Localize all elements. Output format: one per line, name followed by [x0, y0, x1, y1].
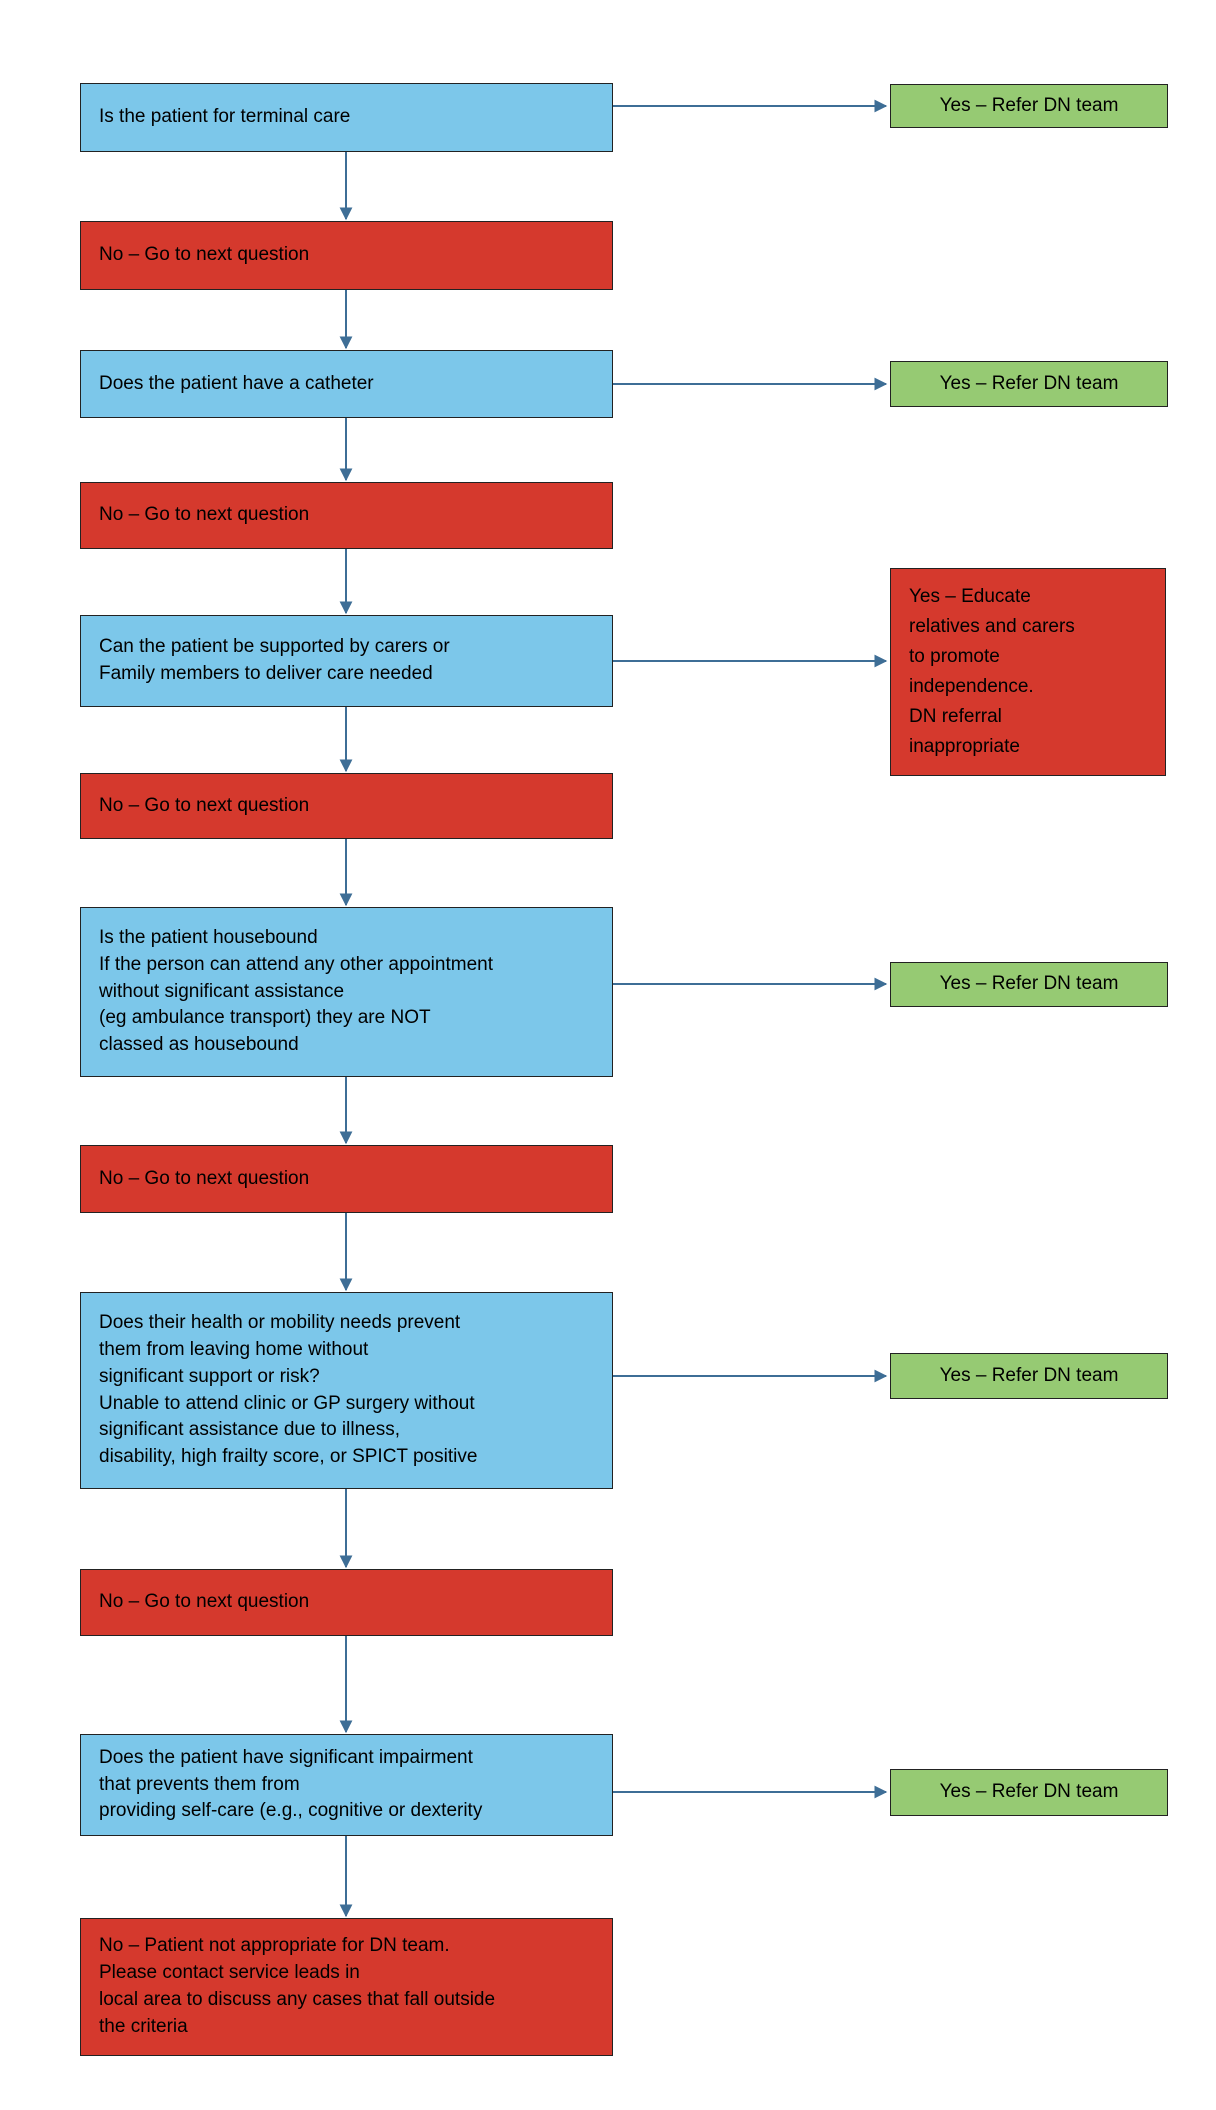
outcome-educate-box: Yes – Educate relatives and carers to pr… — [890, 568, 1166, 776]
yes-refer-dn-box-2: Yes – Refer DN team — [890, 361, 1168, 407]
yes-refer-dn-box-3: Yes – Refer DN team — [890, 962, 1168, 1007]
no-go-next-box-5: No – Go to next question — [80, 1569, 613, 1636]
no-go-next-box-2: No – Go to next question — [80, 482, 613, 549]
yes-refer-dn-box-4: Yes – Refer DN team — [890, 1353, 1168, 1399]
question-catheter: Does the patient have a catheter — [80, 350, 613, 418]
no-go-next-box-1: No – Go to next question — [80, 221, 613, 290]
question-health-mobility: Does their health or mobility needs prev… — [80, 1292, 613, 1489]
question-terminal-care: Is the patient for terminal care — [80, 83, 613, 152]
no-go-next-box-4: No – Go to next question — [80, 1145, 613, 1213]
question-housebound: Is the patient housebound If the person … — [80, 907, 613, 1077]
outcome-not-appropriate-box: No – Patient not appropriate for DN team… — [80, 1918, 613, 2056]
no-go-next-box-3: No – Go to next question — [80, 773, 613, 839]
question-carers-support: Can the patient be supported by carers o… — [80, 615, 613, 707]
yes-refer-dn-box-5: Yes – Refer DN team — [890, 1769, 1168, 1816]
yes-refer-dn-box-1: Yes – Refer DN team — [890, 84, 1168, 128]
question-impairment: Does the patient have significant impair… — [80, 1734, 613, 1836]
